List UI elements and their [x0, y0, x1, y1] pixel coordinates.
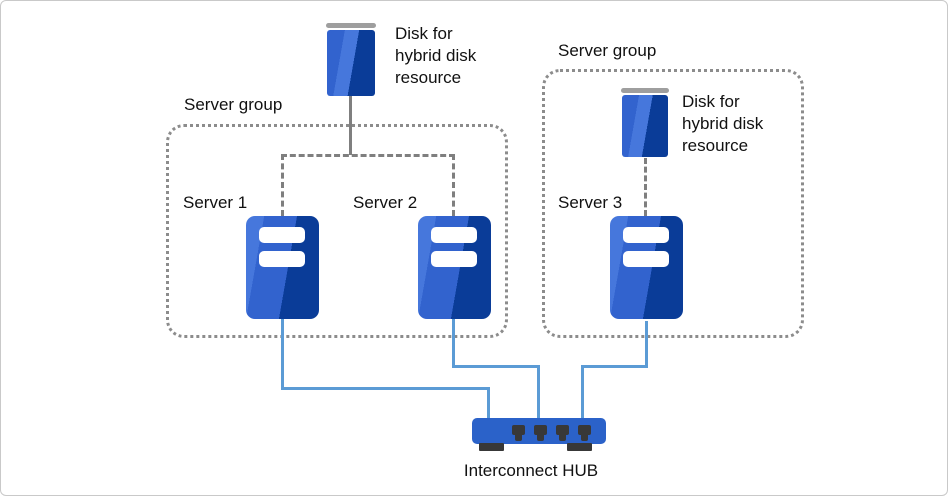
connector-server3-hub-segment	[581, 368, 584, 418]
server-slot	[431, 251, 477, 267]
disk-icon	[327, 30, 375, 96]
server3-label: Server 3	[558, 193, 623, 212]
disk-icon	[621, 88, 669, 93]
connector-server3-hub-segment	[581, 365, 648, 368]
connector-server1-hub-segment	[487, 390, 490, 418]
server-slot	[623, 251, 669, 267]
hub-port-icon	[556, 425, 569, 441]
connector-server2-hub-segment	[537, 368, 540, 418]
server-slot	[623, 227, 669, 243]
shared-disk-bracket-left	[281, 154, 284, 216]
server-slot	[259, 251, 305, 267]
disk1-link-line	[349, 94, 352, 155]
shared-disk-bracket-horizontal	[281, 154, 455, 157]
hub-port-icon	[578, 425, 591, 441]
disk2-link-line	[644, 158, 647, 216]
shared-disk-bracket-right	[452, 154, 455, 216]
server-group-2-box	[542, 69, 804, 338]
disk-icon	[326, 23, 376, 28]
hub-icon	[472, 418, 606, 451]
connector-server1-hub-segment	[281, 387, 490, 390]
disk1-label: Disk for hybrid disk resource	[395, 24, 477, 87]
server-slot	[431, 227, 477, 243]
connector-server2-hub-segment	[452, 365, 540, 368]
disk-icon	[622, 95, 668, 157]
server-group-1-label: Server group	[184, 95, 283, 114]
connector-server3-hub-segment	[645, 321, 648, 368]
hub-port-icon	[534, 425, 547, 441]
hub-foot	[567, 443, 592, 451]
connector-server2-hub-segment	[452, 317, 455, 368]
hub-foot	[479, 443, 504, 451]
hub-port-icon	[512, 425, 525, 441]
hub-label: Interconnect HUB	[463, 461, 599, 480]
server2-label: Server 2	[353, 193, 418, 212]
server-icon	[610, 216, 683, 319]
server-icon	[418, 216, 491, 319]
server-group-1-box	[166, 124, 508, 338]
server-group-2-label: Server group	[558, 41, 657, 60]
server-slot	[259, 227, 305, 243]
server-icon	[246, 216, 319, 319]
disk2-label: Disk for hybrid disk resource	[682, 92, 764, 155]
connector-server1-hub-segment	[281, 317, 284, 390]
server1-label: Server 1	[183, 193, 248, 212]
